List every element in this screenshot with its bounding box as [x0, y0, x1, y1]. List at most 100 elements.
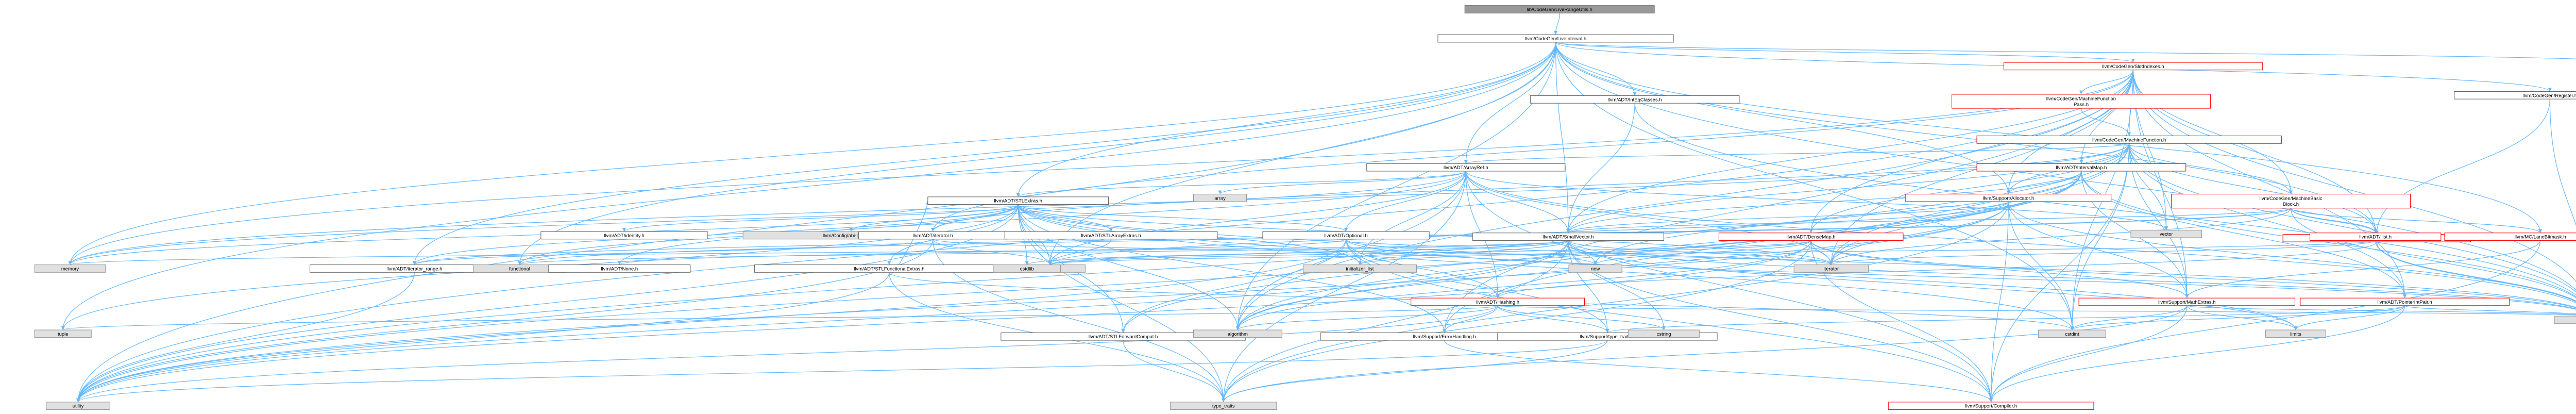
edge-mbb-to-lanebitmask [2290, 208, 2543, 234]
edge-arrayref-to-memory [68, 171, 1466, 265]
node-box-allocator [1905, 193, 2112, 202]
node-cgregister[interactable]: llvm/CodeGen/Register.h [2454, 91, 2576, 100]
node-box-root [1464, 5, 1655, 13]
node-box-cassert [2554, 316, 2576, 324]
node-densemap[interactable]: llvm/ADT/DenseMap.h [1718, 233, 1904, 241]
edge-arrayref-to-optional [1344, 171, 1466, 232]
edge-densemap-to-cstddef [1048, 240, 1811, 266]
edge-mathextras-to-compiler [1989, 305, 2188, 402]
edge-slotindexes-to-mfpass [2079, 70, 2133, 94]
edge-cgregister-to-mcregister [2375, 99, 2550, 235]
edge-hashing-to-algorithm [1235, 305, 1498, 330]
node-box-optional [1262, 231, 1430, 240]
edge-iterrange-to-utility [76, 272, 415, 402]
node-stlfuncext[interactable]: llvm/ADT/STLFunctionalExtras.h [754, 264, 1024, 273]
node-liveinterval[interactable]: llvm/CodeGen/LiveInterval.h [1437, 34, 1674, 43]
edge-arrayref-to-array [1218, 171, 1466, 195]
edge-typetraits-to-utility [76, 340, 1608, 403]
node-lanebitmask[interactable]: llvm/MC/LaneBitmask.h [2444, 233, 2576, 241]
node-intervalmap[interactable]: llvm/ADT/IntervalMap.h [1976, 163, 2187, 172]
node-root[interactable]: lib/CodeGen/LiveRangeUtils.h [1464, 5, 1655, 13]
node-box-cgregister [2454, 91, 2576, 100]
node-none[interactable]: llvm/ADT/None.h [548, 264, 691, 273]
node-optional[interactable]: llvm/ADT/Optional.h [1262, 231, 1430, 240]
edge-liveinterval-to-memory [68, 42, 1556, 265]
edge-arrayref-to-type_traits [1222, 171, 1466, 402]
node-stlarrayextras[interactable]: llvm/ADT/STLArrayExtras.h [1004, 231, 1218, 240]
edge-smallvector-to-typetraits [1568, 240, 1609, 333]
node-box-cstdlib [993, 264, 1061, 273]
node-hashing[interactable]: llvm/ADT/Hashing.h [1411, 297, 1585, 306]
edge-stlextras-to-cstdint [1018, 204, 2074, 330]
node-label-cgregister: llvm/CodeGen/Register.h [2523, 93, 2576, 98]
edge-typetraits-to-type_traits [1222, 340, 1608, 402]
node-label-mathextras: llvm/Support/MathExtras.h [2158, 300, 2215, 305]
node-box-liveinterval [1437, 34, 1674, 43]
edge-liveinterval-to-inteqclasses [1555, 42, 1637, 96]
node-identity[interactable]: llvm/ADT/identity.h [540, 231, 708, 240]
node-allocator[interactable]: llvm/Support/Allocator.h [1905, 193, 2112, 202]
node-smallvector[interactable]: llvm/ADT/SmallVector.h [1472, 233, 1664, 241]
node-label-stlextras: llvm/ADT/STLExtras.h [994, 198, 1042, 204]
edge-intervalmap-to-smallvector [1566, 171, 2082, 233]
edge-arrayref-to-compiler [1465, 171, 1993, 402]
node-ptrintpair[interactable]: llvm/ADT/PointerIntPair.h [2300, 297, 2510, 306]
edge-ptrintpair-to-limits [2294, 305, 2405, 330]
edge-arrayref-to-cassert [1465, 171, 2576, 304]
node-box-cstring [1628, 329, 1700, 338]
edge-stlextras-to-errorhandling [1018, 204, 1447, 333]
edge-arrayref-to-smallvector [1465, 171, 1570, 233]
node-array: array [1193, 193, 1247, 202]
edge-optional-to-cassert [1345, 239, 2576, 310]
edge-machinefunction-to-arrayref [1464, 143, 2130, 164]
node-label-machinefunction: llvm/CodeGen/MachineFunction.h [2092, 137, 2166, 143]
node-cstring: cstring [1628, 329, 1700, 338]
edge-arrayref-to-vector [1465, 171, 2168, 230]
node-iterator[interactable]: llvm/ADT/iterator.h [858, 231, 1008, 240]
node-ilist[interactable]: llvm/ADT/ilist.h [2309, 233, 2442, 241]
node-label-cstdint: cstdint [2065, 332, 2079, 337]
edge-machinefunction-to-ptrintpair [2129, 143, 2407, 299]
node-algorithm: algorithm [1193, 329, 1282, 338]
node-box-hashing [1411, 297, 1585, 306]
node-label-smallvector: llvm/ADT/SmallVector.h [1543, 235, 1594, 240]
node-label-lanebitmask: llvm/MC/LaneBitmask.h [2515, 235, 2566, 240]
node-label-densemap: llvm/ADT/DenseMap.h [1787, 235, 1836, 240]
node-inteqclasses[interactable]: llvm/ADT/IntEqClasses.h [1530, 95, 1740, 104]
node-compiler[interactable]: llvm/Support/Compiler.h [1888, 402, 2094, 410]
node-label-iteratorsys: iterator [1824, 266, 1839, 272]
edge-arrayref-to-stlextras [1016, 171, 1466, 197]
node-machinefunction[interactable]: llvm/CodeGen/MachineFunction.h [1976, 135, 2282, 144]
node-functional: functional [473, 264, 566, 273]
node-label-limits: limits [2290, 332, 2301, 337]
node-box-ilist [2309, 233, 2442, 241]
edge-liveinterval-to-set [1555, 42, 2576, 59]
node-utility: utility [46, 402, 110, 410]
node-box-limits [2265, 329, 2326, 338]
node-label-hashing: llvm/ADT/Hashing.h [1476, 300, 1519, 305]
node-box-densemap [1718, 233, 1904, 241]
node-box-cstdint [2038, 329, 2106, 338]
edge-slotindexes-to-ptrintpair [2132, 70, 2407, 299]
node-iteratorsys: iterator [1793, 264, 1869, 273]
node-box-identity [540, 231, 708, 240]
node-label-mbb: Block.h [2283, 202, 2299, 207]
node-slotindexes[interactable]: llvm/CodeGen/SlotIndexes.h [2003, 62, 2263, 71]
edge-intervalmap-to-utility [76, 171, 2082, 402]
edge-ilist-to-cassert [2375, 240, 2576, 302]
node-tuple: tuple [34, 329, 92, 338]
node-label-stlfuncext: llvm/ADT/STLFunctionalExtras.h [854, 266, 924, 272]
edge-intervalmap-to-iteratorsys [1829, 171, 2082, 265]
node-vector: vector [2130, 229, 2202, 238]
node-stlextras[interactable]: llvm/ADT/STLExtras.h [927, 196, 1109, 205]
edge-stlextras-to-type_traits [1018, 204, 1226, 402]
node-arrayref[interactable]: llvm/ADT/ArrayRef.h [1366, 163, 1566, 172]
edge-intervalmap-to-cassert [2081, 171, 2576, 297]
edge-liveinterval-to-stlextras [1016, 42, 1556, 197]
node-label-root: lib/CodeGen/LiveRangeUtils.h [1527, 7, 1592, 13]
node-mathextras[interactable]: llvm/Support/MathExtras.h [2078, 297, 2296, 306]
node-label-vector: vector [2160, 231, 2173, 237]
edge-machinefunction-to-ilist [2129, 143, 2378, 233]
